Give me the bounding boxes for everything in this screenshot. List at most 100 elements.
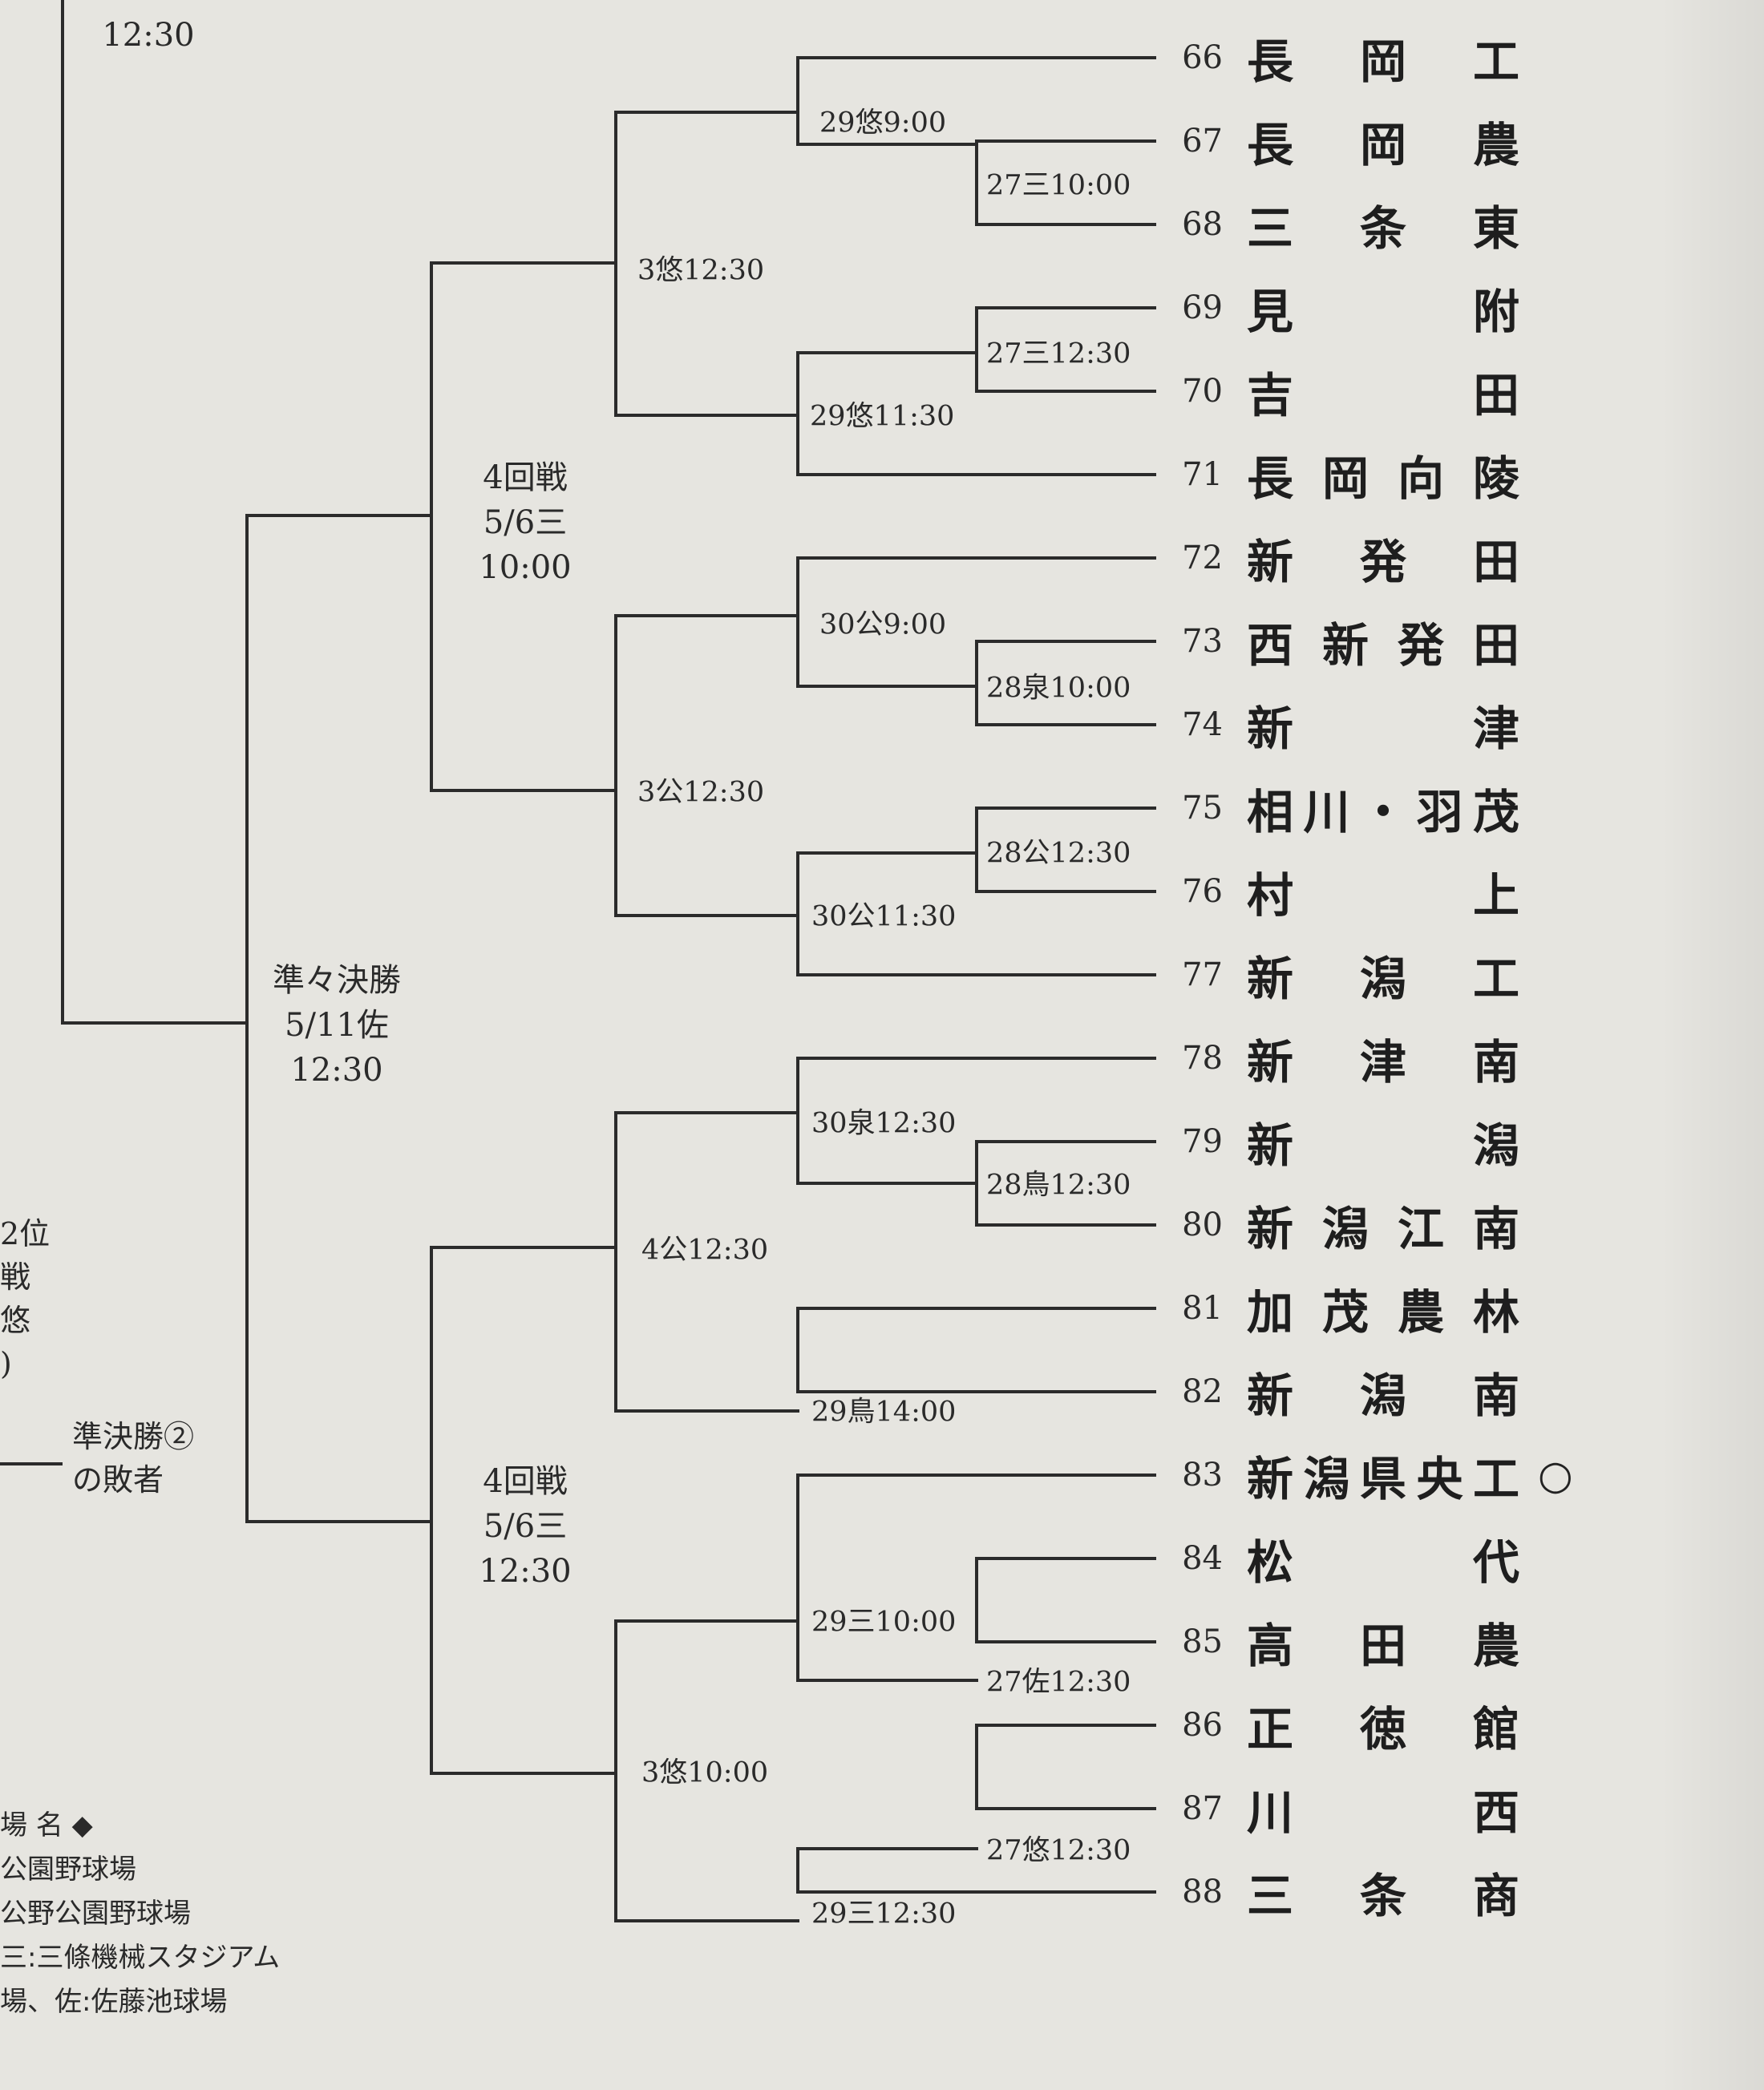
round4-upper-round: 4回戦 [483, 459, 568, 496]
team-name-char: 南 [1472, 1035, 1519, 1089]
quarterfinal-date: 5/11佐 [285, 1007, 389, 1044]
team-number: 80 [1182, 1207, 1223, 1243]
team-name: 川西 [1247, 1775, 1519, 1842]
team-name: 新潟南 [1247, 1358, 1519, 1425]
team-name-char: 潟 [1359, 952, 1406, 1006]
team-name-char: 新 [1321, 618, 1369, 673]
r1-match-label: 27三12:30 [986, 338, 1131, 370]
team-name-char: 津 [1359, 1035, 1406, 1089]
quarterfinal-round: 準々決勝 [273, 962, 401, 999]
team-name: 加茂農林 [1247, 1275, 1519, 1342]
team-name: 新発田 [1247, 524, 1519, 592]
team-number: 73 [1182, 623, 1223, 660]
team-name-char: ・ [1359, 785, 1406, 839]
circle-mark: ○ [1538, 1452, 1573, 1498]
venue-legend: 場 名 ◆ 公園野球場 公野公園野球場 三:三條機械スタジアム 場、佐:佐藤池球… [0, 1804, 337, 2024]
team-name: 新潟工 [1247, 941, 1519, 1009]
team-number: 72 [1182, 540, 1223, 576]
team-number: 82 [1182, 1373, 1223, 1410]
r1-match-label: 27佐12:30 [986, 1666, 1131, 1699]
top-time-text: 12:30 [102, 17, 195, 54]
team-name-char: 潟 [1359, 1368, 1406, 1423]
team-name-char: 正 [1247, 1702, 1294, 1756]
semifinal-note-line-1: 準決勝② [72, 1419, 195, 1454]
r2-match-label: 30公11:30 [811, 900, 957, 933]
team-number: 83 [1182, 1457, 1223, 1494]
team-name-char: 県 [1359, 1452, 1406, 1506]
r2-match-label: 29三10:00 [811, 1606, 957, 1639]
team-number: 84 [1182, 1540, 1223, 1577]
team-name-char: 発 [1359, 535, 1406, 589]
left-fragments: 2位 戦 悠 ) [0, 1212, 50, 1385]
team-name-char: 南 [1472, 1202, 1519, 1256]
team-number: 81 [1182, 1290, 1223, 1327]
quarterfinal-time: 12:30 [290, 1052, 383, 1089]
r1-match-label: 28鳥12:30 [986, 1169, 1131, 1202]
legend-line-4: 場、佐:佐藤池球場 [0, 1986, 228, 2018]
team-name-char: 附 [1472, 285, 1519, 339]
team-name-char: 農 [1397, 1285, 1444, 1340]
team-name: 三条東 [1247, 191, 1519, 258]
team-name-char: 西 [1247, 618, 1294, 673]
team-name: 正徳館 [1247, 1692, 1519, 1759]
team-name-char: 西 [1472, 1785, 1519, 1840]
team-name-char: 川 [1247, 1785, 1294, 1840]
team-number: 77 [1182, 956, 1223, 993]
team-name-char: 田 [1359, 1619, 1406, 1673]
team-name-char: 田 [1472, 535, 1519, 589]
r2-match-label: 29三12:30 [811, 1898, 957, 1930]
team-name-char: 三 [1247, 201, 1294, 256]
team-name: 村上 [1247, 858, 1519, 925]
team-number: 71 [1182, 456, 1223, 493]
round4-lower-round: 4回戦 [483, 1463, 568, 1500]
team-name-char: 新 [1247, 1368, 1294, 1423]
team-name-char: 館 [1472, 1702, 1519, 1756]
r1-match-label: 28泉10:00 [986, 672, 1131, 705]
team-name-char: 陵 [1472, 451, 1519, 506]
legend-line-3: 三:三條機械スタジアム [0, 1942, 281, 1974]
team-number: 67 [1182, 123, 1223, 160]
team-number: 78 [1182, 1040, 1223, 1077]
r3-match-label: 4公12:30 [641, 1234, 769, 1267]
team-name-char: 東 [1472, 201, 1519, 256]
team-name-char: 松 [1247, 1535, 1294, 1590]
team-name-char: 工 [1472, 34, 1519, 89]
team-name-char: 村 [1247, 868, 1294, 923]
left-fragment-3: 悠 [0, 1303, 31, 1338]
team-name-char: 高 [1247, 1619, 1294, 1673]
round4-lower-date: 5/6三 [483, 1508, 568, 1545]
team-number: 66 [1182, 39, 1223, 76]
team-name-char: 向 [1397, 451, 1444, 506]
team-name-char: 代 [1472, 1535, 1519, 1590]
team-name: 新津 [1247, 691, 1519, 758]
r1-match-label: 28公12:30 [986, 837, 1131, 870]
team-name-char: 見 [1247, 285, 1294, 339]
team-name-char: 徳 [1359, 1702, 1406, 1756]
team-name-char: 茂 [1472, 785, 1519, 839]
team-name-char: 吉 [1247, 368, 1294, 422]
team-name: 松代 [1247, 1525, 1519, 1592]
team-name: 吉田 [1247, 358, 1519, 425]
team-name-char: 農 [1472, 118, 1519, 172]
team-name-char: 工 [1472, 1452, 1519, 1506]
team-name-char: 潟 [1472, 1118, 1519, 1173]
team-number: 75 [1182, 790, 1223, 827]
r2-match-label: 29悠9:00 [819, 107, 947, 139]
team-name: 新潟県央工 [1247, 1441, 1519, 1509]
team-name: 高田農 [1247, 1608, 1519, 1676]
team-name-char: 南 [1472, 1368, 1519, 1423]
team-name-char: 商 [1472, 1869, 1519, 1923]
legend-title: 場 名 ◆ [0, 1809, 93, 1841]
team-name: 新津南 [1247, 1025, 1519, 1092]
team-name-char: 潟 [1303, 1452, 1350, 1506]
team-name-char: 三 [1247, 1869, 1294, 1923]
team-name-char: 羽 [1416, 785, 1463, 839]
team-name-char: 長 [1247, 451, 1294, 506]
r2-match-label: 30公9:00 [819, 608, 947, 641]
team-name-char: 田 [1472, 368, 1519, 422]
semifinal-note-line-2: の敗者 [72, 1462, 164, 1498]
team-name: 三条商 [1247, 1858, 1519, 1926]
team-name-char: 津 [1472, 701, 1519, 756]
team-name: 長岡農 [1247, 107, 1519, 175]
